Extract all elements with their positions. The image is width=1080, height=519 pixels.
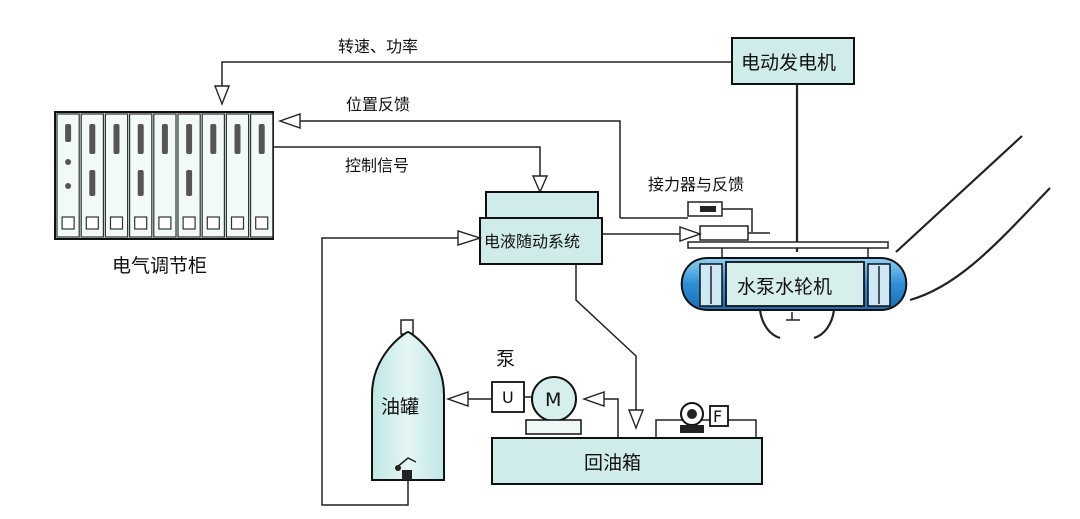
position-feedback-label: 位置反馈 — [346, 95, 410, 114]
pump-suction-line — [604, 398, 619, 438]
position-feedback-arrow — [277, 113, 301, 129]
cabinet-terminal — [134, 216, 148, 230]
servo-system-label: 电液随动系统 — [484, 232, 580, 251]
control-signal-label: 控制信号 — [345, 156, 409, 175]
cabinet-terminal — [158, 216, 172, 230]
cabinet-terminal — [230, 216, 245, 230]
cabinet-module — [250, 113, 274, 238]
cabinet-module — [201, 113, 225, 238]
cabinet-indicator — [65, 159, 72, 165]
cabinet-terminal — [85, 216, 99, 230]
cabinet-terminal — [182, 216, 196, 230]
cabinet-module — [104, 113, 129, 238]
oil-tank — [371, 319, 445, 481]
generator-box — [731, 37, 855, 85]
cabinet-terminal — [109, 216, 124, 230]
contactor-feedback-label: 接力器与反馈 — [648, 175, 744, 194]
speed-power-line — [221, 61, 732, 96]
cabinet-slot — [161, 124, 168, 154]
servo-output-arrow — [679, 226, 703, 242]
tank-supply-arrow — [457, 230, 483, 246]
cabinet-slot — [210, 124, 217, 154]
pump-unit — [491, 376, 582, 435]
servo-return-arrow — [627, 409, 645, 430]
cabinet-terminal — [61, 216, 75, 230]
cabinet-module — [56, 113, 80, 238]
speed-power-arrow — [213, 85, 231, 106]
cabinet-terminal — [206, 216, 220, 230]
servo-system — [479, 191, 603, 265]
cabinet-slot — [137, 124, 144, 154]
generator-label: 电动发电机 — [741, 52, 836, 74]
control-signal-arrow — [531, 175, 549, 194]
pump-label: 泵 — [496, 348, 515, 370]
oil-sump — [491, 402, 763, 485]
oil-tank-label: 油罐 — [381, 396, 419, 418]
cabinet-label: 电气调节柜 — [112, 255, 207, 277]
pump-turbine-label: 水泵水轮机 — [737, 276, 832, 298]
pump-discharge-arrow — [445, 391, 469, 407]
speed-power-label: 转速、功率 — [338, 37, 418, 56]
tank-supply-line — [321, 237, 458, 506]
m-label: M — [545, 389, 561, 411]
control-signal-line — [273, 146, 541, 178]
f-label: F — [713, 407, 722, 426]
cabinet-module — [225, 113, 250, 238]
cabinet-module — [153, 113, 177, 238]
cabinet-slot — [186, 124, 193, 154]
cabinet-terminal — [255, 216, 269, 230]
cabinet-slot — [89, 124, 96, 154]
pump-suction-arrow — [581, 391, 605, 407]
electrical-cabinet — [54, 111, 274, 240]
position-feedback-line — [300, 120, 621, 218]
cabinet-slot — [65, 124, 72, 142]
cabinet-indicator — [65, 183, 72, 189]
cabinet-slot — [89, 170, 96, 196]
contactor-feedback-device — [687, 201, 770, 241]
cabinet-slot — [234, 124, 241, 154]
cabinet-slot — [186, 170, 193, 196]
servo-return-line — [575, 264, 637, 412]
cabinet-slot — [137, 170, 144, 196]
u-label: U — [502, 388, 514, 407]
cabinet-slot — [258, 124, 265, 154]
sump-label: 回油箱 — [584, 452, 641, 474]
pump-turbine — [680, 135, 1051, 340]
cabinet-slot — [113, 124, 120, 154]
